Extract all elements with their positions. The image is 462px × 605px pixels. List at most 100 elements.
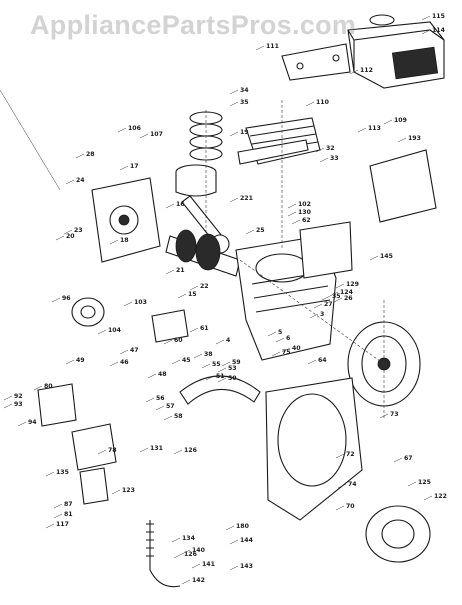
callout-leader	[65, 179, 75, 185]
callout-label: 109	[394, 117, 407, 124]
callout-leader	[109, 239, 119, 245]
recoil-starter	[365, 505, 431, 563]
callout-label: 125	[418, 479, 431, 486]
callout-label: 72	[346, 451, 355, 458]
callout-leader	[119, 165, 129, 171]
callout-label: 104	[108, 327, 122, 334]
callout-label: 102	[298, 201, 311, 208]
callout-leader	[147, 373, 157, 379]
callout-label: 15	[188, 291, 197, 298]
callout-label: 145	[380, 253, 393, 260]
callout-label: 32	[326, 145, 335, 152]
callout-leader	[97, 449, 107, 455]
callout-leader	[287, 203, 297, 209]
callout-leader	[205, 375, 215, 381]
callout-label: 53	[228, 365, 237, 372]
callout-leader	[271, 351, 281, 357]
callout-label: 80	[44, 383, 53, 390]
callout-leader	[329, 291, 339, 297]
callout-label: 6	[286, 335, 290, 342]
callout-leader	[229, 539, 239, 545]
callout-label: 19	[240, 129, 249, 136]
callout-label: 129	[346, 281, 359, 288]
callout-label: 20	[66, 233, 75, 240]
callout-label: 23	[74, 227, 83, 234]
callout-leader	[309, 313, 319, 319]
callout-leader	[75, 153, 85, 159]
callout-label: 49	[76, 357, 85, 364]
callout-label: 64	[318, 357, 327, 364]
callout-leader	[181, 579, 191, 585]
callout-label: 112	[360, 67, 373, 74]
callout-leader	[33, 385, 43, 391]
callout-label: 73	[390, 411, 399, 418]
callout-leader	[193, 353, 203, 359]
callout-leader	[267, 331, 277, 337]
callout-label: 35	[240, 99, 249, 106]
callout-leader	[217, 377, 227, 383]
callout-label: 103	[134, 299, 147, 306]
callout-leader	[307, 359, 317, 365]
callout-label: 26	[344, 295, 353, 302]
callout-label: 193	[408, 135, 421, 142]
callout-leader	[407, 481, 417, 487]
callout-leader	[281, 347, 291, 353]
callout-leader	[165, 203, 175, 209]
callout-label: 24	[76, 177, 85, 184]
callout-leader	[97, 329, 107, 335]
callout-label: 48	[158, 371, 167, 378]
callout-label: 70	[346, 503, 355, 510]
callout-label: 47	[130, 347, 139, 354]
callout-leader	[17, 421, 27, 427]
fuel-tank	[347, 14, 445, 89]
callout-leader	[3, 403, 13, 409]
callout-leader	[139, 133, 149, 139]
callout-leader	[229, 101, 239, 107]
callout-leader	[171, 359, 181, 365]
callout-leader	[315, 147, 325, 153]
callout-label: 141	[202, 561, 215, 568]
callout-label: 130	[298, 209, 312, 216]
callout-label: 126	[184, 447, 197, 454]
callout-label: 131	[150, 445, 163, 452]
callout-label: 96	[62, 295, 71, 302]
callout-leader	[313, 303, 323, 309]
callout-label: 126	[184, 551, 197, 558]
callout-leader	[337, 483, 347, 489]
callout-leader	[55, 235, 65, 241]
callout-leader	[335, 505, 345, 511]
callout-leader	[335, 283, 345, 289]
callout-leader	[189, 285, 199, 291]
callout-label: 110	[316, 99, 330, 106]
callout-label: 34	[240, 87, 249, 94]
callout-leader	[165, 269, 175, 275]
callout-label: 87	[64, 501, 73, 508]
callout-label: 142	[192, 577, 205, 584]
callout-label: 58	[174, 413, 183, 420]
callout-leader	[397, 137, 407, 143]
callout-leader	[45, 471, 55, 477]
callout-leader	[221, 361, 231, 367]
callout-label: 35	[332, 293, 341, 300]
callout-leader	[229, 197, 239, 203]
callout-label: 59	[232, 359, 241, 366]
callout-label: 38	[204, 351, 213, 358]
callout-leader	[379, 413, 389, 419]
callout-leader	[163, 415, 173, 421]
callout-label: 124	[340, 289, 354, 296]
callout-label: 67	[404, 455, 413, 462]
callout-leader	[287, 211, 297, 217]
callout-label: 45	[182, 357, 191, 364]
piston	[175, 164, 217, 197]
callout-leader	[117, 127, 127, 133]
callout-label: 4	[226, 337, 231, 344]
callout-label: 33	[330, 155, 339, 162]
callout-label: 75	[282, 349, 291, 356]
callout-label: 134	[182, 535, 196, 542]
cylinder-shroud	[299, 221, 353, 279]
callout-leader	[357, 127, 367, 133]
callout-label: 55	[212, 361, 221, 368]
callout-leader	[229, 131, 239, 137]
